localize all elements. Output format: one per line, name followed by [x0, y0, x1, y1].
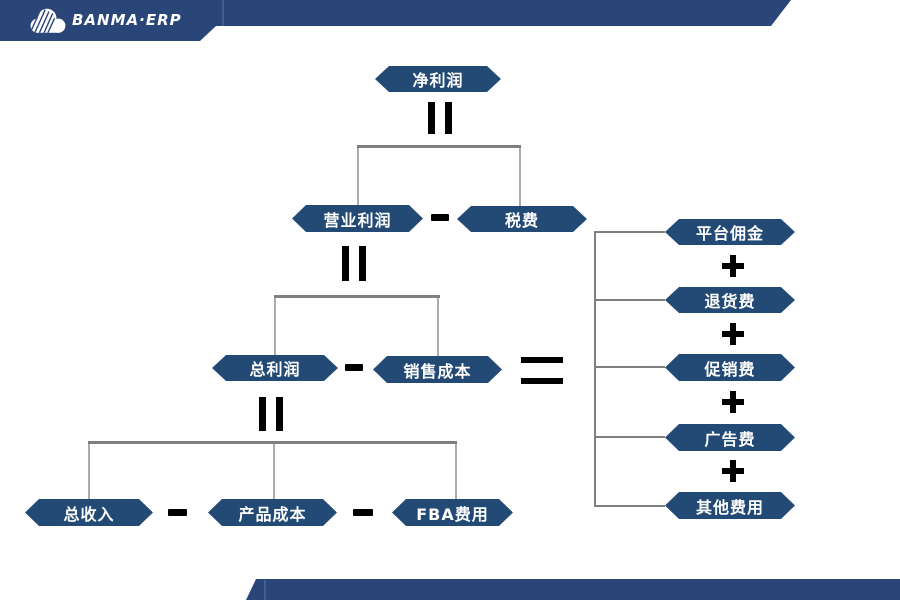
- bracket2-right-drop: [437, 298, 439, 356]
- minus-operator-2: [345, 364, 363, 371]
- equals-vertical-1: [428, 102, 452, 134]
- node-operating-profit: 营业利润: [292, 205, 423, 232]
- node-advertising-fee: 广告费: [665, 424, 795, 451]
- node-net-profit: 净利润: [375, 66, 501, 92]
- node-return-fee-label: 退货费: [704, 292, 756, 311]
- plus-operator-2: [722, 323, 744, 345]
- top-banner-seam: [222, 0, 224, 26]
- node-product-cost-label: 产品成本: [238, 504, 307, 524]
- plus-operator-1: [722, 255, 744, 277]
- bracket2-top: [274, 295, 440, 298]
- node-total-revenue: 总收入: [25, 499, 153, 526]
- node-platform-commission: 平台佣金: [665, 219, 795, 245]
- cost-spine: [594, 231, 596, 507]
- bracket3-left-drop: [88, 444, 90, 499]
- minus-operator-4: [353, 509, 373, 516]
- node-advertising-fee-label: 广告费: [704, 429, 756, 449]
- brand-wordmark: BANMA·ERP: [72, 11, 182, 29]
- cost-branch-other: [596, 505, 665, 507]
- node-gross-profit: 总利润: [212, 355, 338, 381]
- node-total-revenue-label: 总收入: [63, 504, 115, 524]
- node-platform-commission-label: 平台佣金: [695, 224, 764, 243]
- bracket1-left-drop: [357, 148, 359, 205]
- equals-operator-big: [521, 357, 563, 384]
- bracket3-top: [88, 441, 457, 444]
- equals-vertical-3: [259, 397, 283, 431]
- cost-branch-promotion: [596, 366, 665, 368]
- cost-branch-return: [596, 299, 665, 301]
- node-fba-fee-label: FBA费用: [416, 504, 489, 524]
- node-promotion-fee-label: 促销费: [704, 359, 756, 379]
- node-other-fee-label: 其他费用: [695, 497, 764, 517]
- bottom-banner-seam: [264, 580, 266, 600]
- node-gross-profit-label: 总利润: [249, 360, 301, 379]
- node-operating-profit-label: 营业利润: [323, 210, 392, 230]
- node-sales-cost-label: 销售成本: [403, 361, 472, 381]
- bracket1-right-drop: [519, 148, 521, 206]
- node-product-cost: 产品成本: [208, 499, 337, 526]
- plus-operator-4: [722, 460, 744, 482]
- bracket3-right-drop: [455, 444, 457, 499]
- node-fba-fee: FBA费用: [392, 499, 513, 526]
- equals-vertical-2: [342, 246, 366, 281]
- striped-cloud-icon: [30, 8, 66, 33]
- node-return-fee: 退货费: [665, 287, 795, 313]
- bracket3-mid-drop: [273, 444, 275, 499]
- bottom-banner: [246, 579, 900, 600]
- cost-branch-advertising: [596, 436, 665, 438]
- node-other-fee: 其他费用: [665, 492, 795, 519]
- node-promotion-fee: 促销费: [665, 354, 795, 381]
- plus-operator-3: [722, 391, 744, 413]
- node-tax-label: 税费: [504, 211, 539, 230]
- node-tax: 税费: [457, 206, 587, 232]
- cost-branch-commission: [596, 231, 665, 233]
- bracket2-left-drop: [274, 298, 276, 355]
- bracket1-top: [357, 145, 521, 148]
- minus-operator-1: [431, 214, 449, 221]
- node-net-profit-label: 净利润: [412, 71, 464, 90]
- node-sales-cost: 销售成本: [373, 356, 502, 383]
- minus-operator-3: [168, 509, 187, 516]
